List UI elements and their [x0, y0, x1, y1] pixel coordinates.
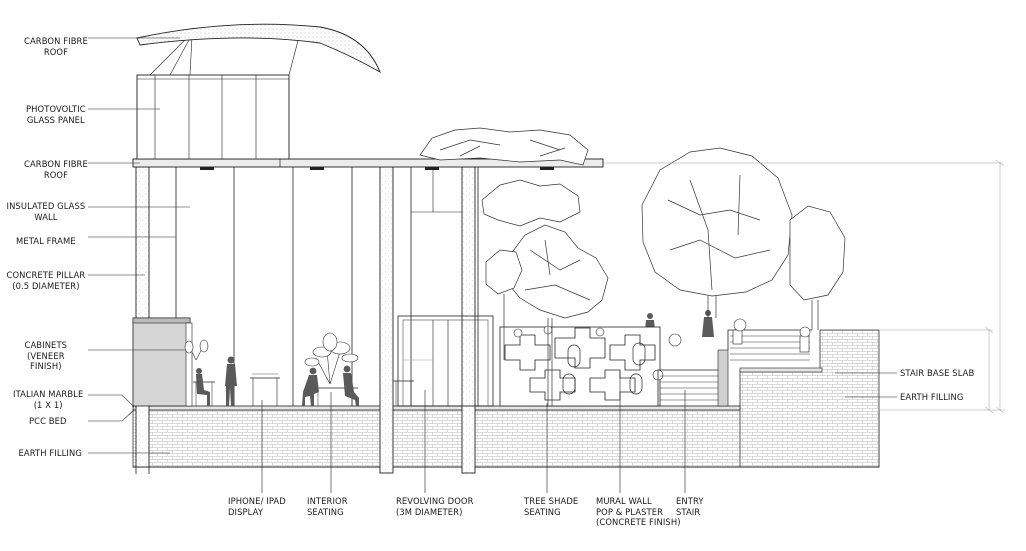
label-line: DISPLAY: [228, 506, 264, 517]
label-line: (0.5 DIAMETER): [12, 280, 80, 291]
leader-lines: [88, 37, 897, 493]
label-line: POP & PLASTER: [596, 506, 664, 517]
label-line: (3M DIAMETER): [396, 506, 463, 517]
label-stair-base-slab: STAIR BASE SLAB: [900, 368, 974, 379]
label-line: (1 X 1): [33, 399, 63, 410]
label-pcc-bed: PCC BED: [29, 416, 67, 427]
label-line: FINISH): [29, 361, 62, 371]
label-line: SEATING: [307, 506, 344, 517]
label-line: MURAL WALL: [596, 496, 652, 506]
label-revolving-door: REVOLVING DOOR(3M DIAMETER): [396, 496, 474, 517]
label-line: ITALIAN MARBLE: [13, 389, 84, 399]
label-italian-marble: ITALIAN MARBLE(1 X 1): [13, 389, 83, 410]
photovoltaic-box: [136, 32, 301, 160]
label-line: INTERIOR: [307, 496, 348, 506]
label-line: CABINETS: [24, 340, 68, 350]
label-line: (CONCRETE FINISH): [596, 517, 681, 527]
label-line: STAIR BASE SLAB: [900, 368, 975, 378]
label-line: PHOTOVOLTIC: [26, 104, 86, 114]
label-earth-filling-right: EARTH FILLING: [900, 392, 963, 403]
label-line: METAL FRAME: [16, 236, 76, 246]
dimension-lines: [603, 159, 1005, 414]
cabinet: [132, 317, 193, 407]
label-line: WALL: [34, 211, 58, 222]
label-line: ENTRY: [676, 496, 704, 506]
label-concrete-pillar: CONCRETE PILLAR(0.5 DIAMETER): [7, 270, 86, 291]
trees: [419, 127, 846, 406]
label-line: TREE SHADE: [524, 496, 579, 506]
label-line: STAIR: [676, 506, 701, 517]
label-line: EARTH FILLING: [18, 448, 82, 458]
floor-slab: [132, 405, 741, 411]
label-line: PCC BED: [29, 416, 67, 426]
label-line: REVOLVING DOOR: [396, 496, 474, 506]
label-line: CARBON FIBRE: [24, 36, 88, 46]
label-line: ROOF: [43, 169, 69, 180]
label-line: SEATING: [524, 506, 561, 517]
label-line: GLASS PANEL: [26, 114, 85, 125]
label-line: INSULATED GLASS: [6, 201, 86, 211]
label-line: (VENEER: [26, 350, 65, 361]
label-line: CARBON FIBRE: [24, 159, 88, 169]
indoor-plant: [184, 332, 359, 385]
label-line: IPHONE/ IPAD: [228, 496, 286, 506]
carbon-fibre-roof-canopy: [136, 23, 381, 74]
entry-stair-drawing: [657, 318, 823, 407]
label-line: ROOF: [43, 46, 69, 57]
label-metal-frame: METAL FRAME: [16, 236, 76, 247]
mural-wall-drawing: [499, 325, 682, 407]
revolving-door: [397, 315, 494, 407]
label-line: CONCRETE PILLAR: [6, 270, 86, 280]
label-line: EARTH FILLING: [900, 392, 964, 402]
earth-filling: [132, 329, 880, 468]
label-earth-filling-left: EARTH FILLING: [19, 448, 82, 459]
